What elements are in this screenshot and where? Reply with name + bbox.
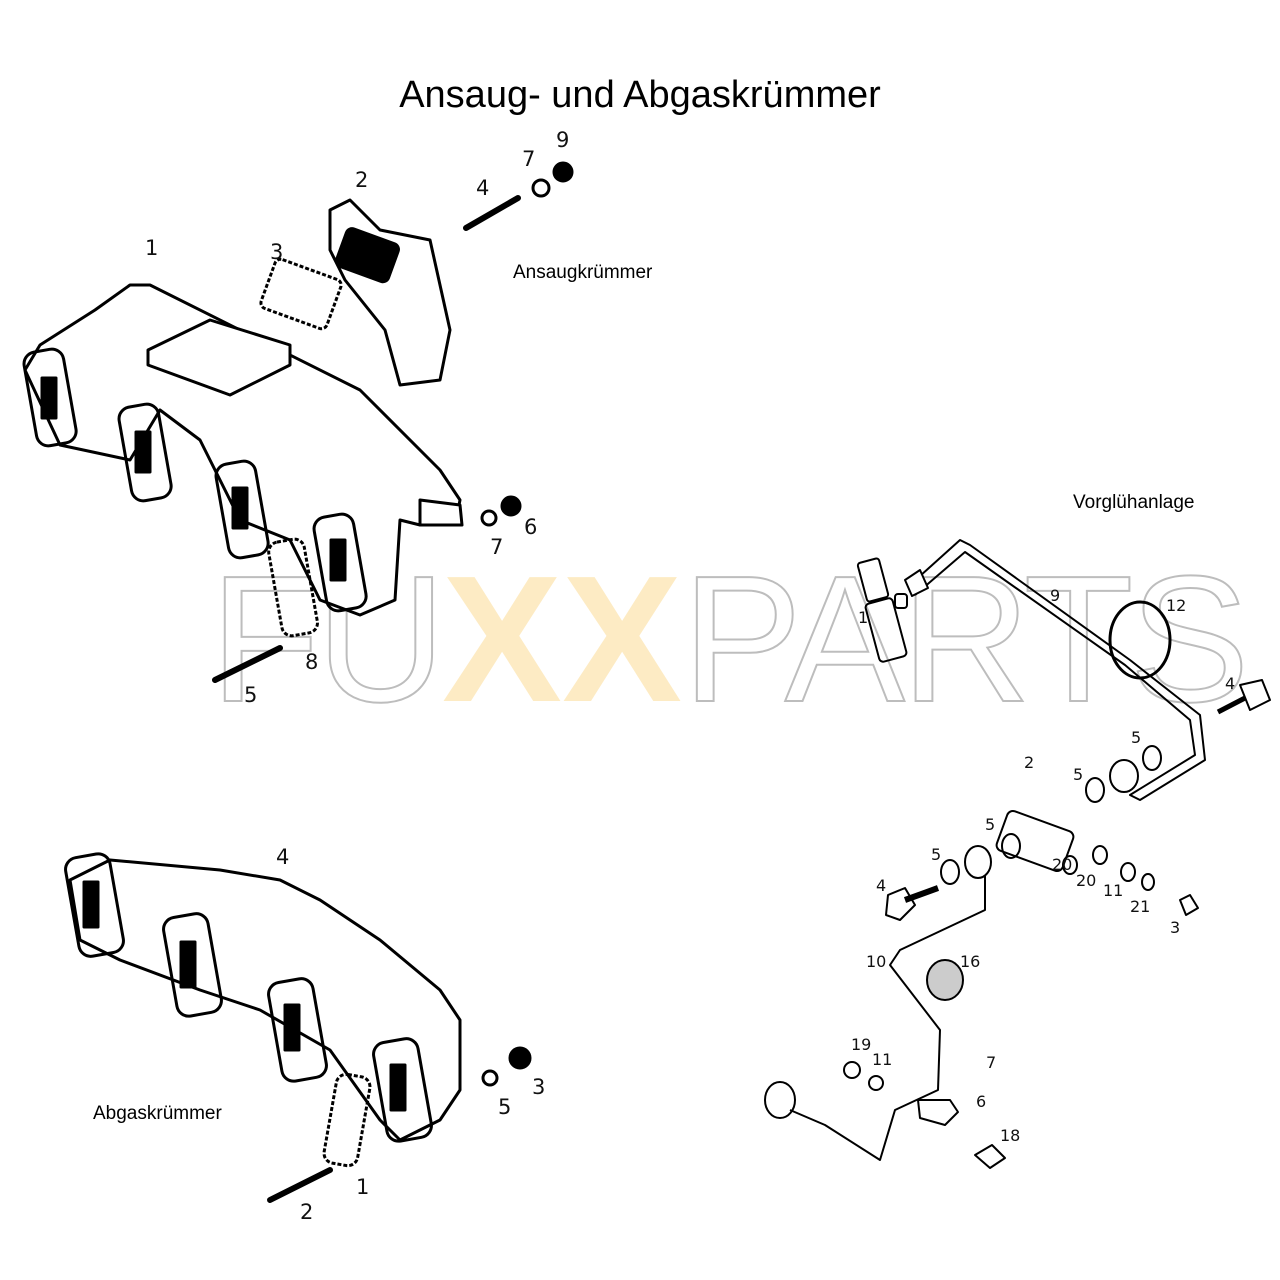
callout-preheat-18: 18 (1000, 1126, 1021, 1145)
callout-preheat-5-d: 5 (931, 845, 942, 864)
callout-preheat-5-c: 5 (985, 815, 996, 834)
callout-intake-5: 5 (244, 683, 258, 707)
page-title: Ansaug- und Abgaskrümmer (399, 74, 881, 116)
callout-intake-7: 7 (490, 535, 504, 559)
callout-exhaust-3: 3 (532, 1075, 546, 1099)
callout-preheat-21: 21 (1130, 897, 1151, 916)
callout-preheat-3: 3 (1170, 918, 1181, 937)
callout-preheat-20-b: 20 (1076, 871, 1097, 890)
watermark-parts: PARTS (681, 539, 1251, 740)
callout-preheat-7: 7 (986, 1053, 997, 1072)
callout-intake-8: 8 (305, 650, 319, 674)
callout-intake-2: 2 (355, 168, 369, 192)
callout-preheat-9: 9 (1050, 586, 1061, 605)
fuxxparts-watermark: FU XX PARTS (209, 539, 1251, 740)
callout-intake-1: 1 (145, 236, 159, 260)
callout-preheat-5-b: 5 (1073, 765, 1084, 784)
callout-preheat-4-top: 4 (1225, 674, 1236, 693)
intake-manifold-icon (22, 283, 464, 617)
callout-preheat-5-a: 5 (1131, 728, 1142, 747)
callout-exhaust-1: 1 (356, 1175, 370, 1199)
callout-preheat-11-b: 11 (872, 1050, 893, 1069)
callout-intake-3: 3 (270, 240, 284, 264)
intake-elbow-icon (328, 198, 452, 387)
preheat-section-label: Vorglühanlage (1073, 492, 1195, 513)
callout-preheat-20-a: 20 (1052, 855, 1073, 874)
exhaust-manifold-icon (64, 852, 462, 1143)
callout-exhaust-2: 2 (300, 1200, 314, 1224)
callout-exhaust-5: 5 (498, 1095, 512, 1119)
callout-intake-7-top: 7 (522, 147, 536, 171)
callout-preheat-16: 16 (960, 952, 981, 971)
callout-preheat-2: 2 (1024, 753, 1035, 772)
callout-preheat-12: 12 (1166, 596, 1187, 615)
callout-preheat-1: 1 (858, 608, 869, 627)
callout-intake-4: 4 (476, 176, 490, 200)
callout-intake-6: 6 (524, 515, 538, 539)
exhaust-section-label: Abgaskrümmer (93, 1103, 222, 1124)
callout-preheat-4: 4 (876, 876, 887, 895)
callout-preheat-11: 11 (1103, 881, 1124, 900)
callout-preheat-6: 6 (976, 1092, 987, 1111)
callout-preheat-19: 19 (851, 1035, 872, 1054)
glow-plug-icon (856, 557, 908, 663)
glow-line-icon (764, 539, 1271, 1169)
callout-exhaust-4: 4 (276, 845, 290, 869)
callout-intake-9: 9 (556, 128, 570, 152)
callout-preheat-10: 10 (866, 952, 887, 971)
intake-section-label: Ansaugkrümmer (513, 262, 653, 283)
watermark-xx: XX (441, 539, 683, 740)
